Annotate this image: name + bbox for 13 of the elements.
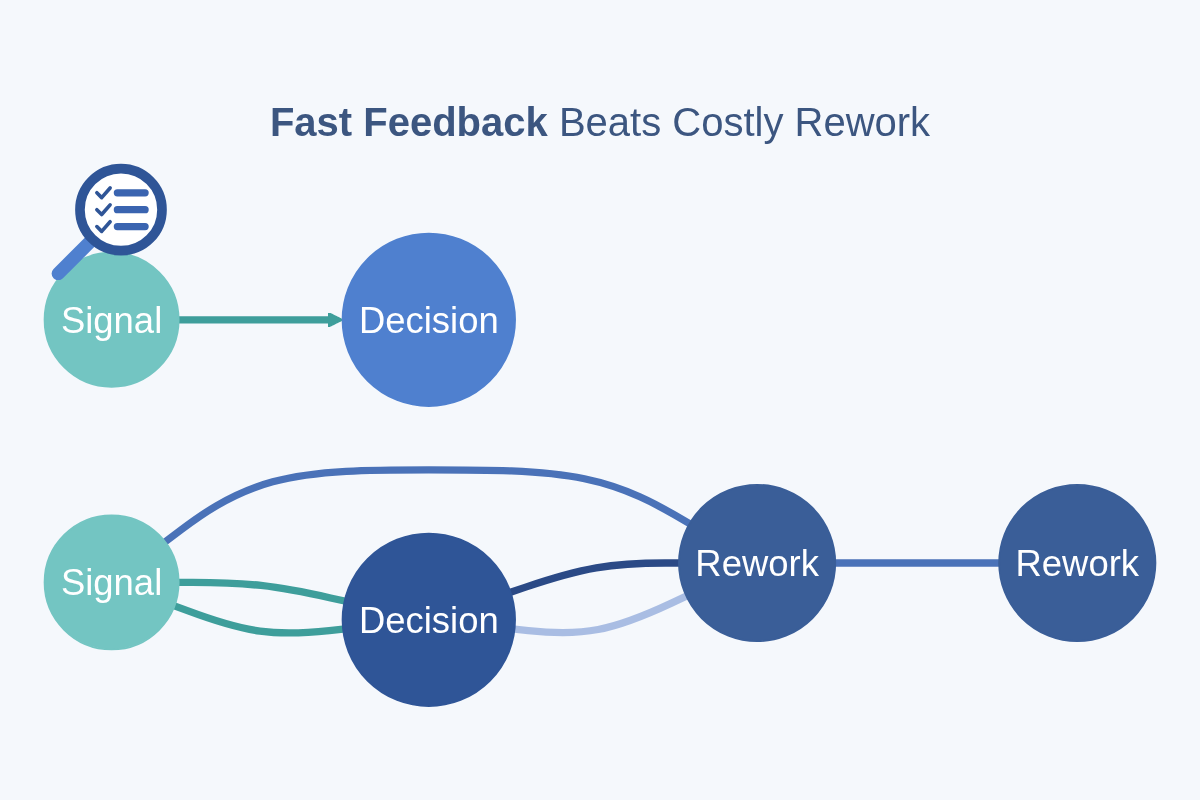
node-circle: Rework [998,484,1157,643]
connector [162,466,692,546]
title: Fast Feedback Beats Costly Rework [269,100,931,144]
connector [514,593,688,637]
connector [509,559,679,596]
connector [173,602,344,637]
node-circle: Signal [43,252,180,388]
connector [835,559,1000,567]
node-circle: Rework [678,484,837,643]
node-circle: Signal [43,514,180,651]
node-circle: Decision [341,532,516,708]
node-circle: Decision [341,232,516,408]
connector [178,578,346,605]
